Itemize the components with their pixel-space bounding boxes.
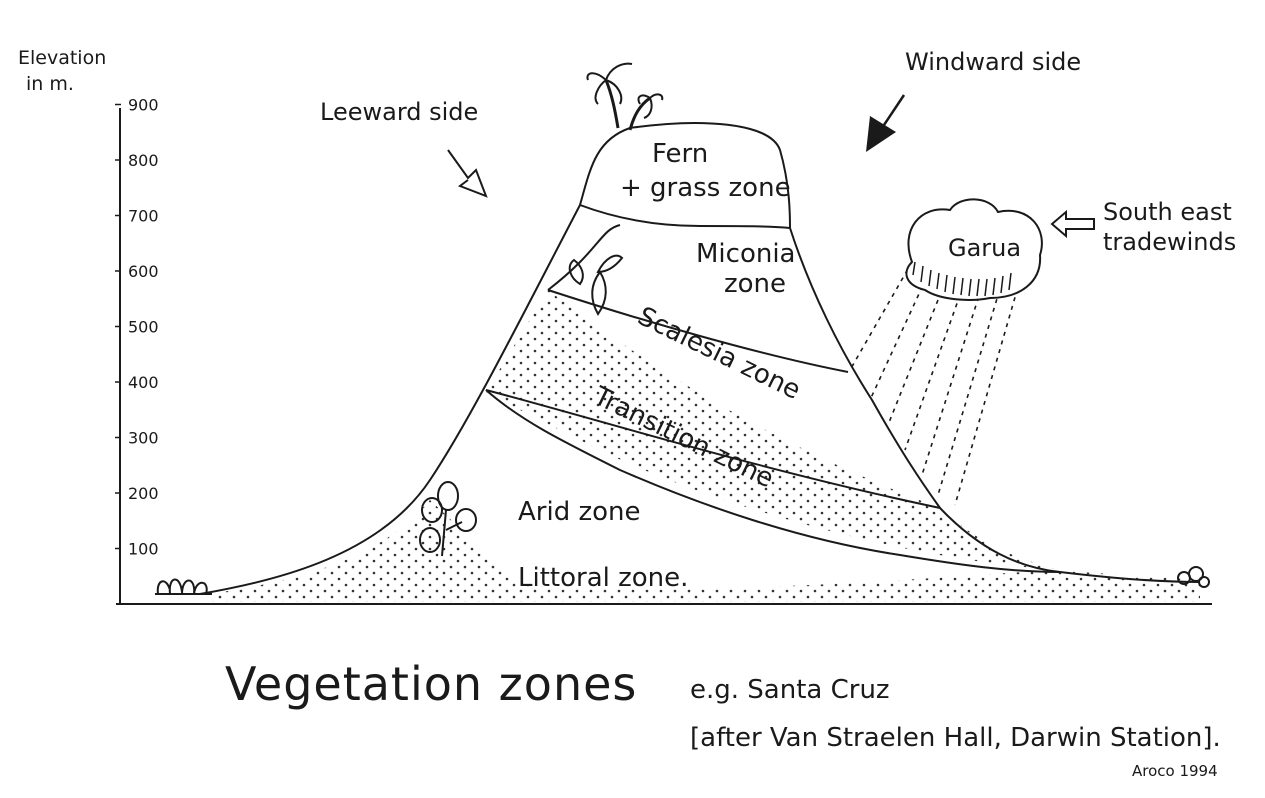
garua-rain bbox=[849, 261, 1021, 506]
littoral-zone-fill bbox=[210, 500, 1200, 602]
signature: Aroco 1994 bbox=[1132, 762, 1218, 780]
axis-tick-label: 900 bbox=[128, 96, 159, 115]
tradewinds-arrow-icon bbox=[1050, 209, 1095, 239]
axis-label: Elevation bbox=[18, 47, 106, 69]
axis-label-unit: in m. bbox=[26, 73, 74, 95]
windward-label: Windward side bbox=[905, 48, 1081, 76]
scalesia-transition-boundary bbox=[485, 389, 941, 509]
cactus-icon bbox=[419, 481, 477, 557]
cloud-icon: Garua bbox=[905, 198, 1043, 301]
palm-tree-icon bbox=[586, 62, 664, 131]
transition-arid-boundary bbox=[485, 389, 1061, 573]
leeward-arrow-icon bbox=[447, 149, 488, 198]
mountain-outline bbox=[199, 122, 1201, 595]
windward-arrow-icon bbox=[866, 94, 906, 152]
axis-tick-label: 200 bbox=[128, 484, 159, 503]
axis-tick-label: 600 bbox=[128, 262, 159, 281]
axis-tick-label: 100 bbox=[128, 540, 159, 559]
fern-zone-label-line2: + grass zone bbox=[620, 173, 791, 203]
garua-label: Garua bbox=[948, 234, 1021, 262]
mountain-profile bbox=[199, 122, 1201, 602]
miconia-zone-label-line2: zone bbox=[724, 269, 786, 299]
leeward-label: Leeward side bbox=[320, 98, 478, 126]
scrub-bush-icon bbox=[155, 578, 212, 595]
miconia-scalesia-boundary bbox=[547, 224, 849, 373]
shore-plant-icon bbox=[1177, 566, 1210, 588]
transition-zone-fill bbox=[486, 290, 1060, 570]
axis-tick-label: 300 bbox=[128, 429, 159, 448]
axis-tick-label: 800 bbox=[128, 151, 159, 170]
axis-tick-label: 400 bbox=[128, 373, 159, 392]
elevation-axis: Elevation in m. 100 200 300 400 500 600 700 800… bbox=[18, 47, 159, 604]
example-label: e.g. Santa Cruz bbox=[690, 675, 890, 705]
axis-ticks: 100 200 300 400 500 600 700 800 900 bbox=[115, 96, 159, 559]
arid-zone-label: Arid zone bbox=[518, 497, 641, 527]
littoral-zone-label: Littoral zone. bbox=[518, 563, 688, 593]
tradewinds-label-line2: tradewinds bbox=[1103, 228, 1236, 256]
miconia-zone-label-line1: Miconia bbox=[696, 239, 796, 269]
axis-tick-label: 700 bbox=[128, 207, 159, 226]
leafy-plant-icon bbox=[568, 254, 624, 316]
diagram-title: Vegetation zones bbox=[225, 657, 637, 711]
tradewinds-label-line1: South east bbox=[1103, 198, 1232, 226]
axis-tick-label: 500 bbox=[128, 318, 159, 337]
source-label: [after Van Straelen Hall, Darwin Station… bbox=[690, 723, 1221, 753]
fern-zone-label-line1: Fern bbox=[652, 139, 708, 169]
fern-miconia-boundary bbox=[579, 204, 791, 229]
